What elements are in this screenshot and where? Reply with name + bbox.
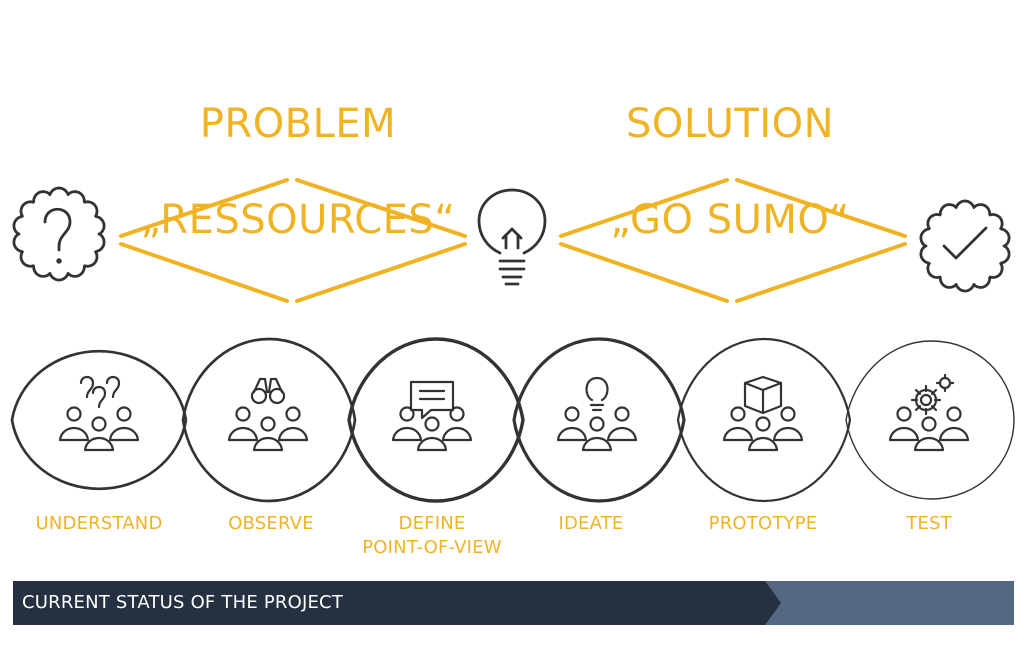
team-lightbulb-icon-team-person-left [556,406,588,442]
question-right [105,375,121,399]
team-questions-icon-team [58,406,140,452]
stage-label-prototype: PROTOTYPE [708,513,818,534]
team-gears-icon-team-person-left [888,406,920,442]
status-progress-arrow [13,581,781,625]
team-lightbulb-icon [585,376,609,412]
stage-label-understand: UNDERSTAND [35,513,163,534]
status-label: CURRENT STATUS OF THE PROJECT [22,592,344,613]
large-gear-teeth [910,384,942,416]
team-binoculars-icon-team-person-right [277,406,309,442]
team-box-icon-team-person-left [722,406,754,442]
small-gear-ring [938,376,952,390]
small-gear-teeth [935,373,955,393]
question-mark-curve [43,207,72,252]
lightbulb-filament-top [501,227,523,240]
stage-label-define-point-of-view: DEFINE POINT-OF-VIEW [362,513,502,558]
team-speech-bubble-icon-team [391,406,473,452]
problem-diamond [119,178,467,303]
team-box-icon-team-person-right [772,406,804,442]
team-speech-bubble-icon-team-person-right [441,406,473,442]
problem-diamond-upper-left [119,178,289,238]
solution-diamond-upper-right [735,178,907,238]
team-lightbulb-icon-team-person-center [581,416,613,452]
team-binoculars-icon-team-person-center [252,416,284,452]
team-lightbulb-icon-team [556,406,638,452]
lightbulb-icon [477,188,547,286]
problem-diamond-lower-left [119,242,289,303]
team-gears-icon-team-person-center [913,416,945,452]
team-gears-icon [910,373,955,416]
project-status-bar: CURRENT STATUS OF THE PROJECT [13,581,1014,625]
binocular-body [252,377,284,394]
team-speech-bubble-icon-team-person-center [416,416,448,452]
small-lightbulb-globe [585,376,609,402]
team-box-icon-team-person-center [747,416,779,452]
team-questions-icon-team-person-right [108,406,140,442]
binocular-left-lens [250,387,268,405]
stage-label-observe: OBSERVE [228,513,314,534]
question-badge-outline [12,186,106,282]
stage-icons [58,373,970,452]
binocular-right-lens [268,387,286,405]
problem-title: PROBLEM [199,101,397,147]
team-binoculars-icon-team-person-left [227,406,259,442]
large-gear-ring [914,388,938,412]
stage-circle-3 [347,337,525,503]
lightbulb-globe [477,188,547,255]
problem-diamond-lower-right [295,242,467,303]
team-binoculars-icon-team [227,406,309,452]
question-left [79,375,95,399]
checkmark [942,226,988,260]
large-gear-center [919,393,933,407]
stage-circle-5 [676,337,852,503]
question-mark-badge-icon [12,186,106,282]
problem-subtitle: „RESSOURCES“ [140,197,456,243]
stage-circles [10,337,1015,503]
team-questions-icon-team-person-left [58,406,90,442]
team-gears-icon-team-person-right [938,406,970,442]
stage-circle-1 [10,349,188,491]
project-status-arrow [13,581,1014,625]
problem-heading: PROBLEM „RESSOURCES“ [88,52,508,292]
stage-circle-2 [181,337,357,503]
question-center [91,385,107,409]
problem-diamond-upper-right [295,178,467,238]
check-badge-outline [919,199,1011,293]
team-box-icon [743,375,783,415]
team-questions-icon [79,375,121,409]
team-questions-icon-team-person-center [83,416,115,452]
team-box-icon-team [722,406,804,452]
stage-circle-6 [845,340,1015,500]
team-speech-bubble-icon-team-person-left [391,406,423,442]
team-gears-icon-team [888,406,970,452]
team-speech-bubble-icon [409,380,455,420]
solution-diamond [559,178,907,303]
stage-label-test: TEST [906,513,952,534]
solution-diamond-lower-left [559,242,729,303]
team-lightbulb-icon-team-person-right [606,406,638,442]
solution-title: SOLUTION [625,101,835,147]
stage-circle-4 [512,337,686,503]
team-binoculars-icon [250,377,286,405]
solution-diamond-upper-left [559,178,729,238]
stage-label-ideate: IDEATE [558,513,624,534]
solution-diamond-lower-right [735,242,907,303]
question-mark-dot [56,258,62,264]
box-outline [743,375,783,415]
checkmark-badge-icon [919,199,1011,293]
